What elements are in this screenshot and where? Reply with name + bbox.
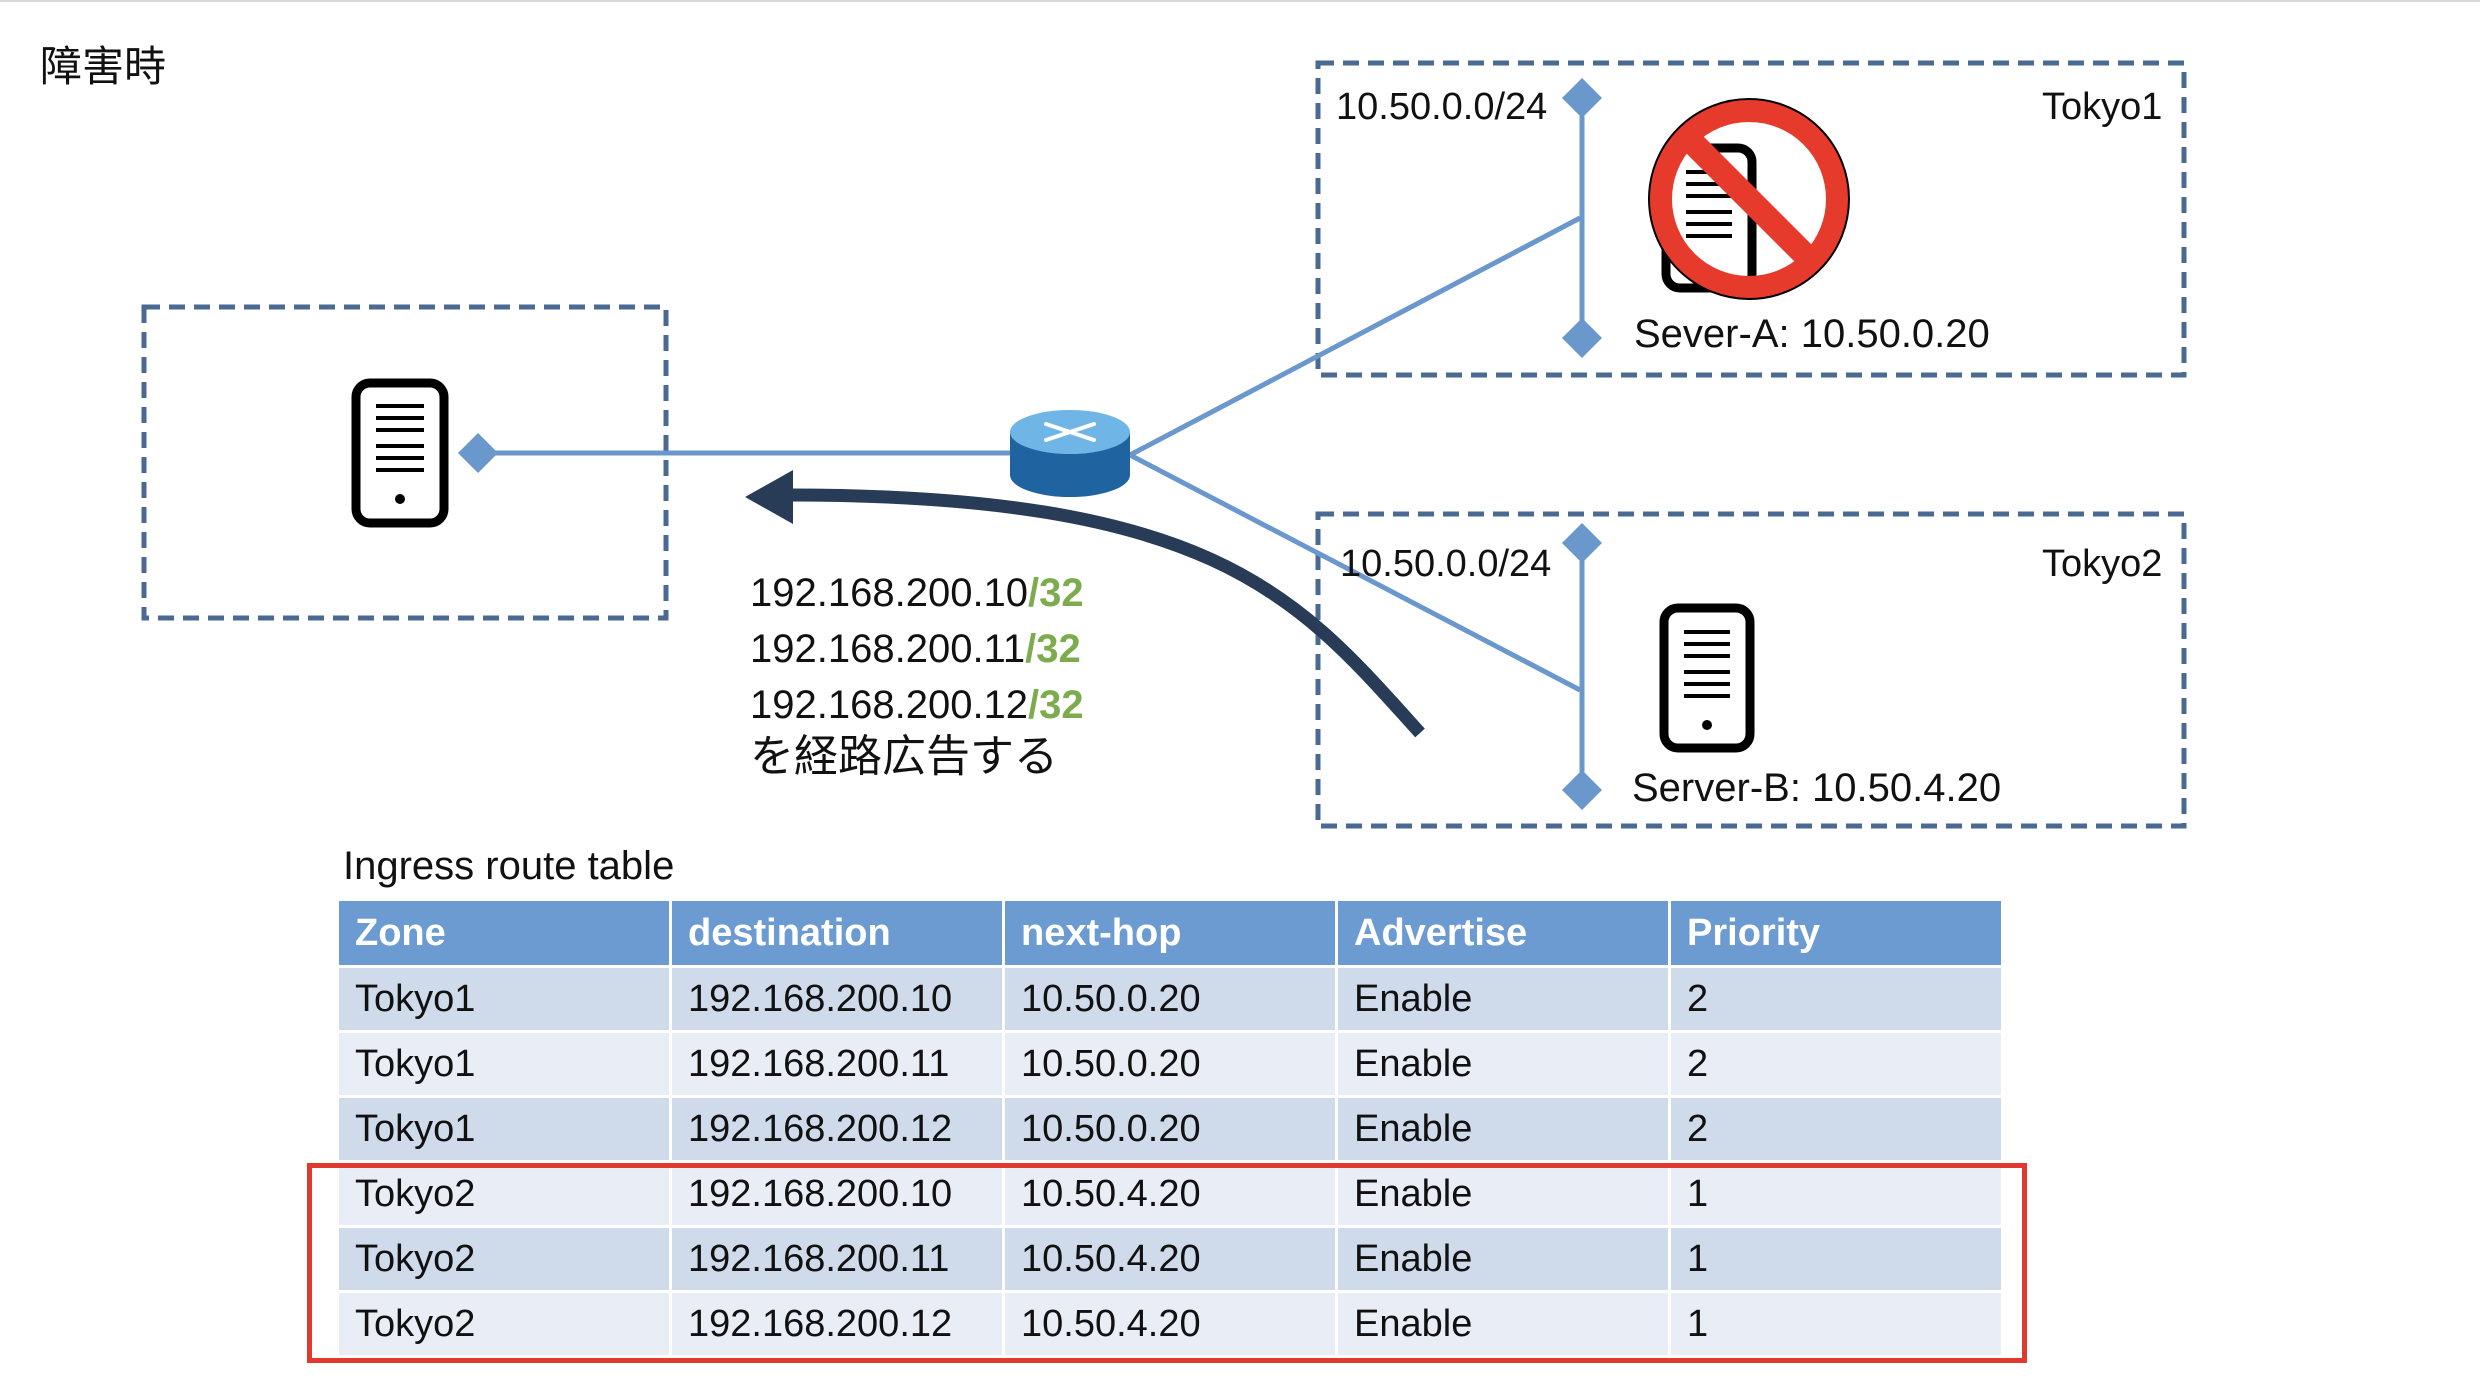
cell-priority: 2 <box>1668 1095 2004 1163</box>
cell-advertise: Enable <box>1335 965 1671 1033</box>
route-ip: 192.168.200.12 <box>750 683 1029 727</box>
cell-next-hop: 10.50.0.20 <box>1002 965 1338 1033</box>
route-ip: 192.168.200.11 <box>750 627 1026 671</box>
cell-advertise: Enable <box>1335 1290 1671 1358</box>
tokyo2-subnet-label: 10.50.0.0/24 <box>1340 543 1552 585</box>
header-zone: Zone <box>336 898 672 968</box>
server-b-label: Server-B: 10.50.4.20 <box>1632 766 2002 810</box>
table-row: Tokyo2 192.168.200.10 10.50.4.20 Enable … <box>336 1160 2004 1228</box>
table-caption: Ingress route table <box>343 844 675 888</box>
cell-advertise: Enable <box>1335 1225 1671 1293</box>
tokyo2-rows-highlight <box>307 1163 2027 1363</box>
cell-destination: 192.168.200.12 <box>669 1095 1005 1163</box>
header-destination: destination <box>669 898 1005 968</box>
table-header-row: Zone destination next-hop Advertise Prio… <box>336 898 2004 968</box>
cell-next-hop: 10.50.4.20 <box>1002 1290 1338 1358</box>
client-vpc-box <box>141 304 669 621</box>
prohibited-icon <box>1648 98 1850 300</box>
cell-destination: 192.168.200.11 <box>669 1225 1005 1293</box>
cell-zone: Tokyo2 <box>336 1160 672 1228</box>
top-rule <box>0 0 2480 2</box>
header-next-hop: next-hop <box>1002 898 1338 968</box>
cell-next-hop: 10.50.4.20 <box>1002 1225 1338 1293</box>
tokyo1-zone-label: Tokyo1 <box>2042 86 2163 128</box>
server-b-icon <box>1659 603 1755 753</box>
cell-zone: Tokyo1 <box>336 965 672 1033</box>
tokyo1-subnet-label: 10.50.0.0/24 <box>1336 86 1548 128</box>
link-router-tokyo2 <box>1128 452 1582 693</box>
advertise-arrow-icon <box>789 488 1425 738</box>
cell-priority: 2 <box>1668 965 2004 1033</box>
route-mask: /32 <box>1028 571 1084 615</box>
table-row: Tokyo1 192.168.200.11 10.50.0.20 Enable … <box>336 1030 2004 1098</box>
cell-zone: Tokyo1 <box>336 1095 672 1163</box>
tokyo2-zone-label: Tokyo2 <box>2042 543 2163 585</box>
server-a-label: Sever-A: 10.50.0.20 <box>1634 312 1990 356</box>
cell-zone: Tokyo2 <box>336 1225 672 1293</box>
advertise-note: を経路広告する <box>750 731 1058 782</box>
cell-priority: 2 <box>1668 1030 2004 1098</box>
advertised-route-3: 192.168.200.12/32 <box>750 685 1084 725</box>
client-server-icon <box>351 378 449 528</box>
header-advertise: Advertise <box>1335 898 1671 968</box>
cell-next-hop: 10.50.0.20 <box>1002 1095 1338 1163</box>
route-ip: 192.168.200.10 <box>750 571 1029 615</box>
cell-priority: 1 <box>1668 1225 2004 1293</box>
cell-advertise: Enable <box>1335 1030 1671 1098</box>
advertised-route-1: 192.168.200.10/32 <box>750 573 1084 613</box>
advertise-arrowhead <box>745 470 793 524</box>
cell-destination: 192.168.200.10 <box>669 965 1005 1033</box>
router-icon <box>1010 410 1130 497</box>
table-row: Tokyo1 192.168.200.10 10.50.0.20 Enable … <box>336 965 2004 1033</box>
cell-priority: 1 <box>1668 1290 2004 1358</box>
slide-title: 障害時 <box>40 42 167 91</box>
cell-next-hop: 10.50.4.20 <box>1002 1160 1338 1228</box>
tokyo1-zone-box <box>1315 60 2187 378</box>
cell-advertise: Enable <box>1335 1095 1671 1163</box>
route-mask: /32 <box>1025 627 1081 671</box>
cell-destination: 192.168.200.12 <box>669 1290 1005 1358</box>
header-priority: Priority <box>1668 898 2004 968</box>
route-mask: /32 <box>1028 683 1084 727</box>
cell-destination: 192.168.200.10 <box>669 1160 1005 1228</box>
cell-next-hop: 10.50.0.20 <box>1002 1030 1338 1098</box>
cell-advertise: Enable <box>1335 1160 1671 1228</box>
cell-zone: Tokyo1 <box>336 1030 672 1098</box>
table-row: Tokyo2 192.168.200.11 10.50.4.20 Enable … <box>336 1225 2004 1293</box>
ingress-route-table: Zone destination next-hop Advertise Prio… <box>336 898 2004 1358</box>
cell-destination: 192.168.200.11 <box>669 1030 1005 1098</box>
link-router-tokyo1 <box>1128 215 1582 458</box>
table-row: Tokyo1 192.168.200.12 10.50.0.20 Enable … <box>336 1095 2004 1163</box>
advertised-route-2: 192.168.200.11/32 <box>750 629 1081 669</box>
tokyo2-zone-box <box>1315 511 2187 829</box>
table-row: Tokyo2 192.168.200.12 10.50.4.20 Enable … <box>336 1290 2004 1358</box>
cell-zone: Tokyo2 <box>336 1290 672 1358</box>
